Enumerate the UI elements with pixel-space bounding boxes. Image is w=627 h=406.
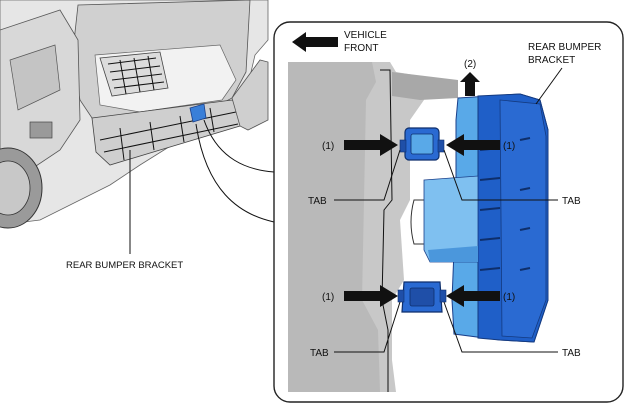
- detail-bracket-label-line1: REAR BUMPER: [528, 42, 601, 53]
- tab-upper-right-label: TAB: [562, 196, 581, 207]
- right-arrow-icon: [344, 134, 398, 156]
- upper-clip: [399, 127, 445, 161]
- overview-bracket-highlight: [189, 103, 207, 123]
- up-arrow-icon: [460, 72, 480, 96]
- lower-left-tab: [397, 289, 405, 303]
- right-arrow-icon: [344, 285, 398, 307]
- step-1-upper-right-label: (1): [503, 141, 515, 152]
- zoom-callout-upper: [203, 119, 275, 173]
- vehicle-front-label-line2: FRONT: [344, 43, 378, 54]
- tab-lower-right-label: TAB: [562, 348, 581, 359]
- lower-right-tab: [439, 289, 447, 303]
- detail-view: VEHICLE FRONT (2) (1) (1) (1) (1) TAB TA…: [273, 21, 624, 403]
- left-arrow-icon: [446, 285, 500, 307]
- tab-lower-left-label: TAB: [310, 348, 329, 359]
- tab-upper-left-label: TAB: [308, 196, 327, 207]
- zoom-callout-lower: [195, 123, 275, 223]
- left-arrow-icon: [292, 32, 338, 52]
- left-arrow-icon: [446, 134, 500, 156]
- upper-left-tab: [399, 139, 407, 153]
- overview-bracket-label: REAR BUMPER BRACKET: [66, 260, 183, 271]
- upper-right-tab: [437, 139, 445, 153]
- detail-bracket-label-line2: BRACKET: [528, 55, 575, 66]
- lower-clip: [397, 281, 447, 313]
- step-1-lower-right-label: (1): [503, 292, 515, 303]
- vehicle-front-label-line1: VEHICLE: [344, 30, 387, 41]
- step-1-lower-left-label: (1): [322, 292, 334, 303]
- step-2-label: (2): [464, 59, 476, 70]
- vehicle-rear-overview: REAR BUMPER BRACKET: [0, 0, 269, 271]
- step-1-upper-left-label: (1): [322, 141, 334, 152]
